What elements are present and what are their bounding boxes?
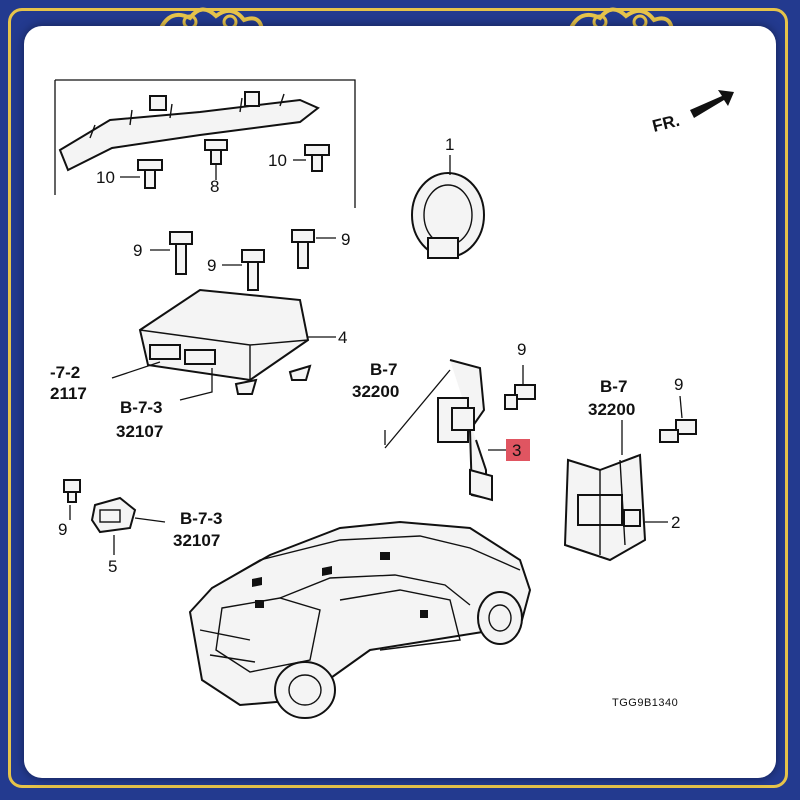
bolt-9 xyxy=(241,249,265,291)
parts-diagram: 10 8 10 FR. 1 xyxy=(50,79,734,719)
connector-ref-top: -7-2 xyxy=(50,363,80,382)
sensor-bracket-part xyxy=(437,359,493,502)
part-number-9: 9 xyxy=(133,241,142,260)
bolt-10-left xyxy=(137,159,163,189)
frame-gold-border xyxy=(8,8,788,788)
part-number-4: 4 xyxy=(338,328,347,347)
part-number-5: 5 xyxy=(108,557,117,576)
bolt-10-right xyxy=(304,144,330,172)
connector-ref-top: B-7 xyxy=(600,377,627,396)
satellite-sensor-part xyxy=(90,496,137,534)
bolt-9 xyxy=(504,384,536,410)
connector-ref-top: B-7-3 xyxy=(120,398,163,417)
drawing-code: TGG9B1340 xyxy=(612,697,678,709)
bolt-9 xyxy=(291,229,315,269)
connector-ref-bottom: 32200 xyxy=(352,382,399,401)
part-number-9: 9 xyxy=(207,256,216,275)
connector-ref-bottom: 2117 xyxy=(50,384,87,403)
part-number-8: 8 xyxy=(210,177,219,196)
part-number-9: 9 xyxy=(517,340,526,359)
clock-spring-part xyxy=(411,172,485,259)
vehicle-illustration xyxy=(188,520,532,719)
part-number-10: 10 xyxy=(96,168,115,187)
part-number-1: 1 xyxy=(445,135,454,154)
connector-ref-top: B-7-3 xyxy=(180,509,223,528)
part-number-9: 9 xyxy=(58,520,67,539)
part-number-9: 9 xyxy=(674,375,683,394)
connector-ref-bottom: 32107 xyxy=(173,531,220,550)
part-number-highlight xyxy=(506,439,530,461)
part-number-2: 2 xyxy=(671,513,680,532)
bolt-9 xyxy=(659,419,697,443)
connector-ref-top: B-7 xyxy=(370,360,397,379)
srs-unit-part xyxy=(138,288,312,395)
bolt-9 xyxy=(63,479,81,503)
connector-ref-bottom: 32107 xyxy=(116,422,163,441)
part-number-3: 3 xyxy=(512,441,521,460)
bolt-9 xyxy=(169,231,193,275)
part-number-10: 10 xyxy=(268,151,287,170)
bolt-8 xyxy=(204,139,228,165)
connector-ref-bottom: 32200 xyxy=(588,400,635,419)
diagram-panel: 10 8 10 FR. 1 xyxy=(24,26,776,778)
harness-inset xyxy=(54,79,356,208)
front-direction-arrow xyxy=(690,90,734,118)
impact-sensor-bracket-part xyxy=(563,453,647,562)
front-direction-label: FR. xyxy=(650,111,681,136)
part-number-9: 9 xyxy=(341,230,350,249)
